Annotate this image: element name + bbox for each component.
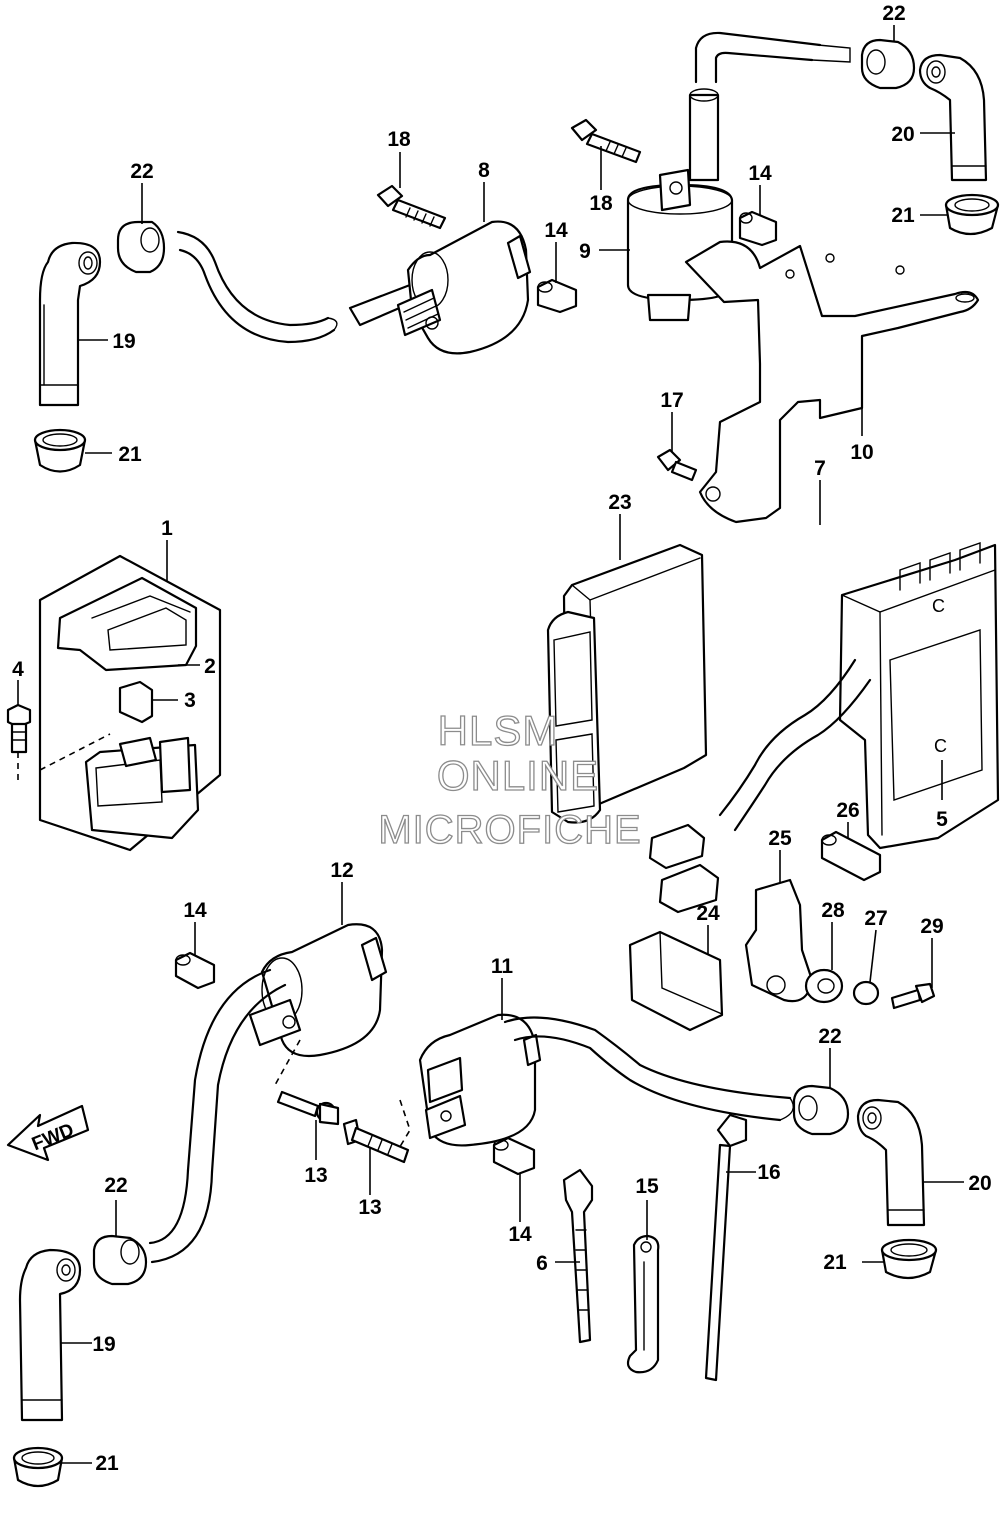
collar-14-bottom-left xyxy=(174,951,216,990)
callout-17: 17 xyxy=(660,389,683,412)
fuse-box-base xyxy=(84,736,200,840)
ecm-23 xyxy=(546,543,708,824)
rectifier-regulator-5: C C xyxy=(838,542,1000,850)
callout-21: 21 xyxy=(118,443,142,466)
callout-20: 20 xyxy=(891,123,914,146)
plug-cap-20-top xyxy=(918,53,988,182)
collar-26 xyxy=(820,830,882,882)
callout-12: 12 xyxy=(330,859,353,882)
callout-2: 2 xyxy=(204,655,216,678)
ignition-coil-11 xyxy=(418,1013,542,1147)
callout-13: 13 xyxy=(358,1196,381,1219)
bolt-17 xyxy=(656,448,698,482)
bolt-18-right xyxy=(570,118,642,164)
tie-16 xyxy=(704,1113,748,1382)
clamp-15 xyxy=(626,1234,660,1374)
callout-1: 1 xyxy=(161,517,173,540)
bolt-29 xyxy=(890,982,936,1010)
callout-22: 22 xyxy=(104,1174,127,1197)
callout-15: 15 xyxy=(635,1175,659,1198)
callout-14: 14 xyxy=(748,162,772,185)
clamp-6 xyxy=(562,1168,594,1344)
svg-text:C: C xyxy=(934,736,947,756)
callout-14: 14 xyxy=(544,219,568,242)
callout-29: 29 xyxy=(920,915,943,938)
callout-22: 22 xyxy=(818,1025,841,1048)
svg-text:C: C xyxy=(932,596,945,616)
callout-18: 18 xyxy=(589,192,613,215)
callout-7: 7 xyxy=(814,457,826,480)
bolt-13-upper xyxy=(276,1090,340,1126)
bolt-13-lower xyxy=(342,1118,410,1164)
relay-24 xyxy=(628,930,724,1032)
callout-9: 9 xyxy=(579,240,591,263)
callout-28: 28 xyxy=(821,899,845,922)
callout-24: 24 xyxy=(696,902,720,925)
fuse-box-cover-2 xyxy=(56,576,198,672)
plug-cap-20-bottom xyxy=(856,1098,926,1227)
callout-23: 23 xyxy=(608,491,631,514)
collar-14-bottom-center xyxy=(492,1136,536,1176)
cap-cover-21-bottom-left xyxy=(12,1446,64,1488)
callout-14: 14 xyxy=(183,899,207,922)
callout-18: 18 xyxy=(387,128,411,151)
watermark-line-3: MICROFICHE xyxy=(378,808,641,852)
callout-numbers: 22 20 21 18 8 22 14 9 18 14 19 21 17 10 … xyxy=(12,2,992,1475)
callout-4: 4 xyxy=(12,658,24,681)
callout-22: 22 xyxy=(130,160,153,183)
callout-13: 13 xyxy=(304,1164,327,1187)
callout-21: 21 xyxy=(891,204,915,227)
callout-8: 8 xyxy=(478,159,490,182)
watermark-line-1: HLSM xyxy=(438,707,559,754)
plug-cap-19-bottom xyxy=(18,1248,82,1422)
callout-21: 21 xyxy=(95,1452,119,1475)
callout-27: 27 xyxy=(864,907,887,930)
callout-14: 14 xyxy=(508,1223,532,1246)
callout-26: 26 xyxy=(836,799,859,822)
grommet-22-top-right xyxy=(860,38,916,90)
grommet-22-bottom-left xyxy=(92,1234,148,1286)
bracket-10 xyxy=(684,240,980,524)
leader-lines xyxy=(17,25,964,1464)
washer-27 xyxy=(852,980,880,1006)
callout-21: 21 xyxy=(823,1251,847,1274)
fwd-arrow-icon xyxy=(6,1104,90,1162)
cap-cover-21-top xyxy=(33,428,87,473)
callout-19: 19 xyxy=(92,1333,115,1356)
fuse-3 xyxy=(118,680,154,724)
callout-22: 22 xyxy=(882,2,905,25)
collar-14-top-left xyxy=(536,278,578,314)
plug-cap-19-top xyxy=(38,241,102,407)
ignition-coil-12 xyxy=(248,923,388,1058)
bolt-18-left xyxy=(376,184,447,230)
callout-16: 16 xyxy=(757,1161,780,1184)
bolt-4 xyxy=(6,703,32,754)
ignition-coil-8 xyxy=(348,220,532,355)
cap-cover-21-top-right xyxy=(944,193,1000,236)
callout-3: 3 xyxy=(184,689,196,712)
cap-cover-21-bottom-right xyxy=(880,1238,938,1280)
callout-20: 20 xyxy=(968,1172,991,1195)
fuse-box-group-1 xyxy=(38,554,222,852)
callout-11: 11 xyxy=(491,955,514,978)
grommet-28 xyxy=(804,968,844,1004)
callout-6: 6 xyxy=(536,1252,548,1275)
collar-14-top-right xyxy=(738,210,778,247)
grommet-22-bottom-right xyxy=(792,1084,850,1136)
watermark-line-2: ONLINE xyxy=(437,752,599,799)
wire-connector-pair xyxy=(648,823,720,914)
callout-19: 19 xyxy=(112,330,135,353)
relay-bracket-25 xyxy=(744,878,814,1003)
callout-5: 5 xyxy=(936,808,948,831)
grommet-22-top-left xyxy=(116,220,166,274)
callout-10: 10 xyxy=(850,441,873,464)
callout-25: 25 xyxy=(768,827,792,850)
